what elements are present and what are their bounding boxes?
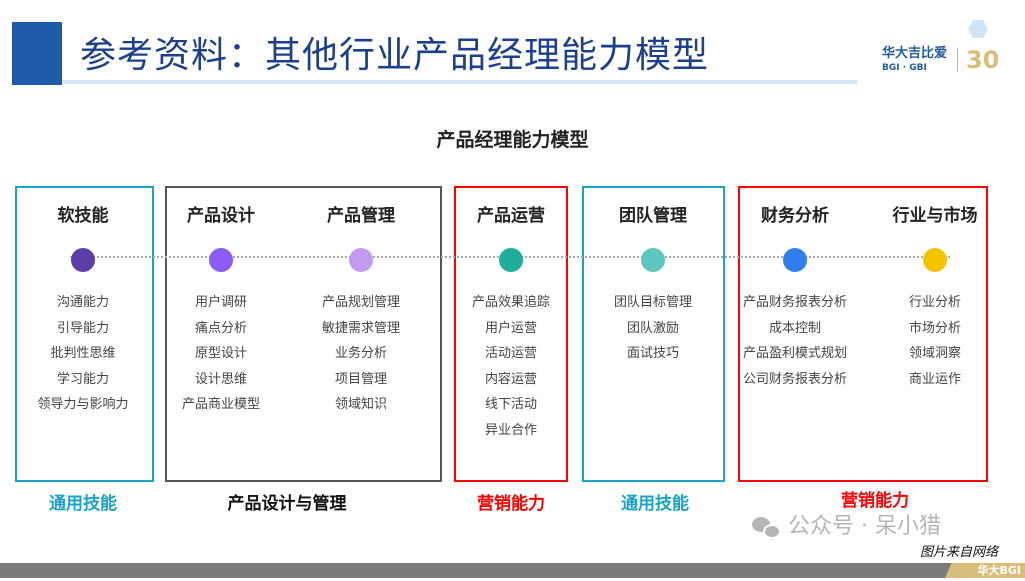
timeline-dot [499,248,523,272]
skill-item: 敏捷需求管理 [321,320,400,336]
source-note: 图片来自网络 [920,545,999,560]
capability-column: 团队管理团队目标管理团队激励面试技巧 [573,202,733,367]
logo-en: BGI · GBI [882,63,927,73]
skill-item: 团队激励 [626,320,679,336]
watermark: 公众号 · 呆小猎 [752,514,941,540]
skill-item: 原型设计 [194,346,247,361]
timeline-dot [783,248,807,272]
column-title: 产品设计 [187,206,255,226]
skill-item: 引导能力 [56,320,109,336]
timeline-dot [349,248,373,272]
capability-column: 软技能沟通能力引导能力批判性思维学习能力领导力与影响力 [3,202,163,418]
capability-column: 产品运营产品效果追踪用户运营活动运营内容运营线下活动异业合作 [431,202,591,443]
capability-column: 财务分析产品财务报表分析成本控制产品盈利模式规划公司财务报表分析 [715,202,875,392]
skill-item: 产品规划管理 [321,295,400,310]
group-box-marketing [454,186,568,482]
capability-column: 产品管理产品规划管理敏捷需求管理业务分析项目管理领域知识 [281,202,441,418]
timeline-dot [71,248,95,272]
skill-item: 业务分析 [334,346,387,361]
skill-item: 活动运营 [484,346,537,361]
skill-item: 内容运营 [484,371,537,387]
skill-item: 用户运营 [484,320,537,336]
skill-item: 沟通能力 [56,295,109,310]
column-title: 产品运营 [477,206,545,226]
footer-brand: 华大BGI [945,563,1025,578]
skill-item: 产品商业模型 [181,397,260,412]
footer-bar [0,563,1025,578]
hexagon-decoration [968,20,988,38]
column-title: 软技能 [57,206,109,226]
logo-divider [957,48,958,72]
skill-item: 领域知识 [334,397,387,412]
group-box-marketing-2 [738,186,988,482]
skill-item: 成本控制 [768,320,821,336]
skill-item: 领导力与影响力 [37,397,129,412]
wechat-icon [752,515,782,539]
skill-item: 痛点分析 [194,320,247,336]
group-label: 通用技能 [49,494,117,514]
column-title: 团队管理 [619,206,687,226]
company-logo: 华大吉比爱 BGI · GBI 30 [882,46,1012,76]
skill-item: 面试技巧 [626,346,679,361]
skill-item: 异业合作 [484,422,537,438]
skill-item: 领域洞察 [908,346,961,361]
skill-item: 公司财务报表分析 [742,371,847,387]
group-box-general-skills-2 [582,186,725,482]
skill-item: 市场分析 [908,320,961,336]
skill-item: 设计思维 [194,371,247,387]
logo-cn: 华大吉比爱 [882,46,948,61]
group-label: 通用技能 [621,494,689,514]
skill-item: 用户调研 [194,295,247,310]
title-accent-block [12,22,62,85]
skill-item: 团队目标管理 [613,295,692,310]
skill-item: 产品效果追踪 [471,295,550,310]
column-title: 财务分析 [761,206,829,226]
timeline-dot [641,248,665,272]
logo-anniversary: 30 [966,46,1000,74]
diagram-title: 产品经理能力模型 [436,129,589,151]
watermark-text: 公众号 · 呆小猎 [788,514,941,539]
skill-item: 批判性思维 [50,346,116,361]
skill-item: 线下活动 [484,397,537,412]
capability-column: 行业与市场行业分析市场分析领域洞察商业运作 [855,202,1015,392]
timeline-dot [209,248,233,272]
timeline-dot [923,248,947,272]
title-underline [62,80,857,84]
group-label: 营销能力 [477,494,545,514]
skill-item: 产品财务报表分析 [742,295,847,310]
skill-item: 学习能力 [56,371,109,387]
group-label: 营销能力 [841,491,909,511]
skill-item: 项目管理 [334,371,387,387]
column-title: 行业与市场 [892,206,978,226]
column-title: 产品管理 [327,206,395,226]
group-box-general-skills [15,186,154,482]
skill-item: 商业运作 [908,371,961,387]
skill-item: 产品盈利模式规划 [742,346,847,361]
slide-title: 参考资料：其他行业产品经理能力模型 [80,35,710,76]
capability-column: 产品设计用户调研痛点分析原型设计设计思维产品商业模型 [141,202,301,418]
group-box-product-design [165,186,442,482]
group-label: 产品设计与管理 [227,494,347,514]
skill-item: 行业分析 [908,295,961,310]
